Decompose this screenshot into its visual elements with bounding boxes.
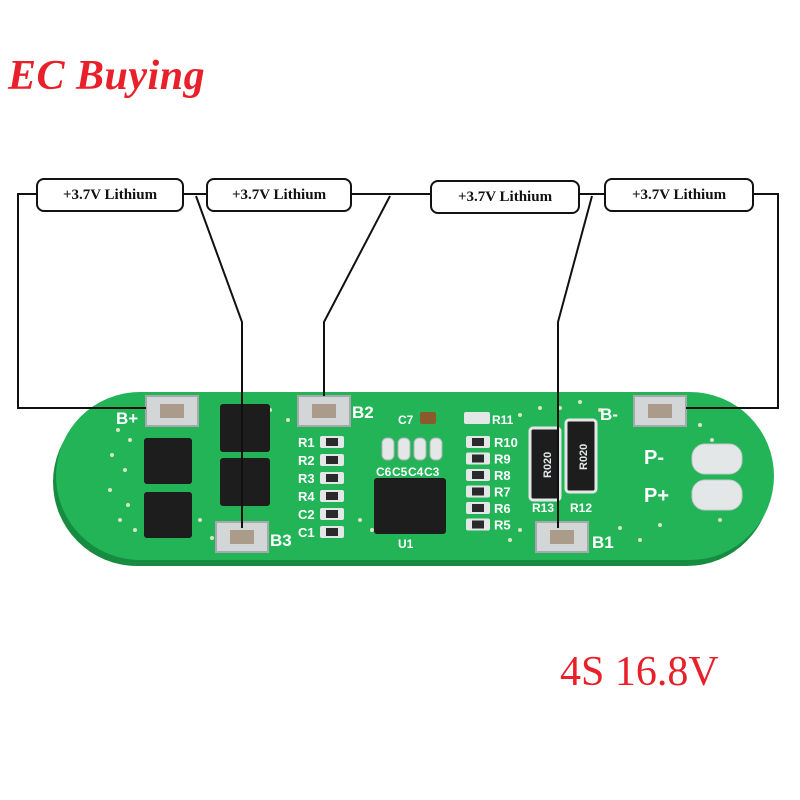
smd-part-body [472,471,484,479]
wire-b-minus [686,193,779,409]
label-r13: R13 [532,501,554,515]
label-b2: B2 [352,403,374,422]
smd-part-body [472,487,484,496]
pcb-vias [108,400,722,542]
capacitor-label: C4 [408,465,424,479]
battery-cell-label-3: +3.7V Lithium [430,180,580,214]
battery-cell-label-2: +3.7V Lithium [206,178,352,212]
capacitor-c7 [420,412,436,424]
shunt-marking: R020 [542,452,554,478]
shunt-resistors [528,418,598,502]
smd-label: R5 [494,518,511,533]
smd-part-body [326,474,338,482]
wiring [17,193,779,528]
label-u1: U1 [398,537,414,551]
smd-label: R10 [494,435,518,450]
smd-label: C2 [298,507,315,522]
smd-part-body [326,438,338,446]
shunt-resistor-r13 [528,426,562,502]
label-b-minus: B- [600,405,618,424]
resistor-r11 [464,412,490,424]
label-c7: C7 [398,413,414,427]
p-minus-pad [691,443,743,475]
label-b-plus: B+ [116,409,138,428]
shunt-marking: R020 [578,444,590,470]
wire-b-plus [17,193,146,409]
smd-part-body [472,504,484,512]
smd-label: R2 [298,453,315,468]
label-b3: B3 [270,531,292,550]
smd-label: R6 [494,501,511,516]
capacitor-label: C6 [376,465,392,479]
label-b1: B1 [592,533,614,552]
label-p-minus: P- [644,447,664,469]
mosfet-chips [144,404,270,538]
wire-b3 [195,195,243,528]
brand-logo-text: EC Buying [8,53,206,99]
label-p-plus: P+ [644,485,669,507]
smd-label: R4 [298,489,315,504]
capacitor-label: C5 [392,465,408,479]
p-plus-pad [691,479,743,511]
silkscreen-labels: B+ B2 B- B3 B1 P- P+ R11 C7 U1 R13 R12 [116,403,669,552]
output-pads [691,443,743,511]
spec-label: 4S 16.8V [560,649,719,695]
smd-part-body [326,510,338,518]
smd-label: C1 [298,525,315,540]
label-r12: R12 [570,501,592,515]
battery-cell-label-4: +3.7V Lithium [604,178,754,212]
smd-part-body [326,528,338,536]
capacitor [381,437,395,461]
smd-part-body [326,456,338,464]
smd-part-body [472,438,484,446]
mosfet-chip [144,438,192,484]
smd-part-body [326,492,338,500]
battery-pads [145,395,687,553]
shunt-resistor-r12 [564,418,598,494]
smd-label: R3 [298,471,315,486]
wire-b2 [323,195,391,396]
smd-label: R9 [494,452,511,467]
mosfet-chip [220,458,270,506]
capacitor [413,437,427,461]
control-ic-u1 [374,478,446,534]
capacitor [397,437,411,461]
battery-cell-label-1: +3.7V Lithium [36,178,184,212]
shunt-markings: R020 R020 [542,444,590,478]
mosfet-chip [144,492,192,538]
smd-label: R7 [494,485,511,500]
capacitor-label: C3 [424,465,440,479]
capacitor [429,437,443,461]
mosfet-chip [220,404,270,452]
smd-label: R8 [494,468,511,483]
smd-part-body [472,520,484,529]
smd-label: R1 [298,435,315,450]
wire-b1 [557,195,593,528]
label-r11: R11 [492,413,514,427]
smd-part-body [472,454,484,463]
